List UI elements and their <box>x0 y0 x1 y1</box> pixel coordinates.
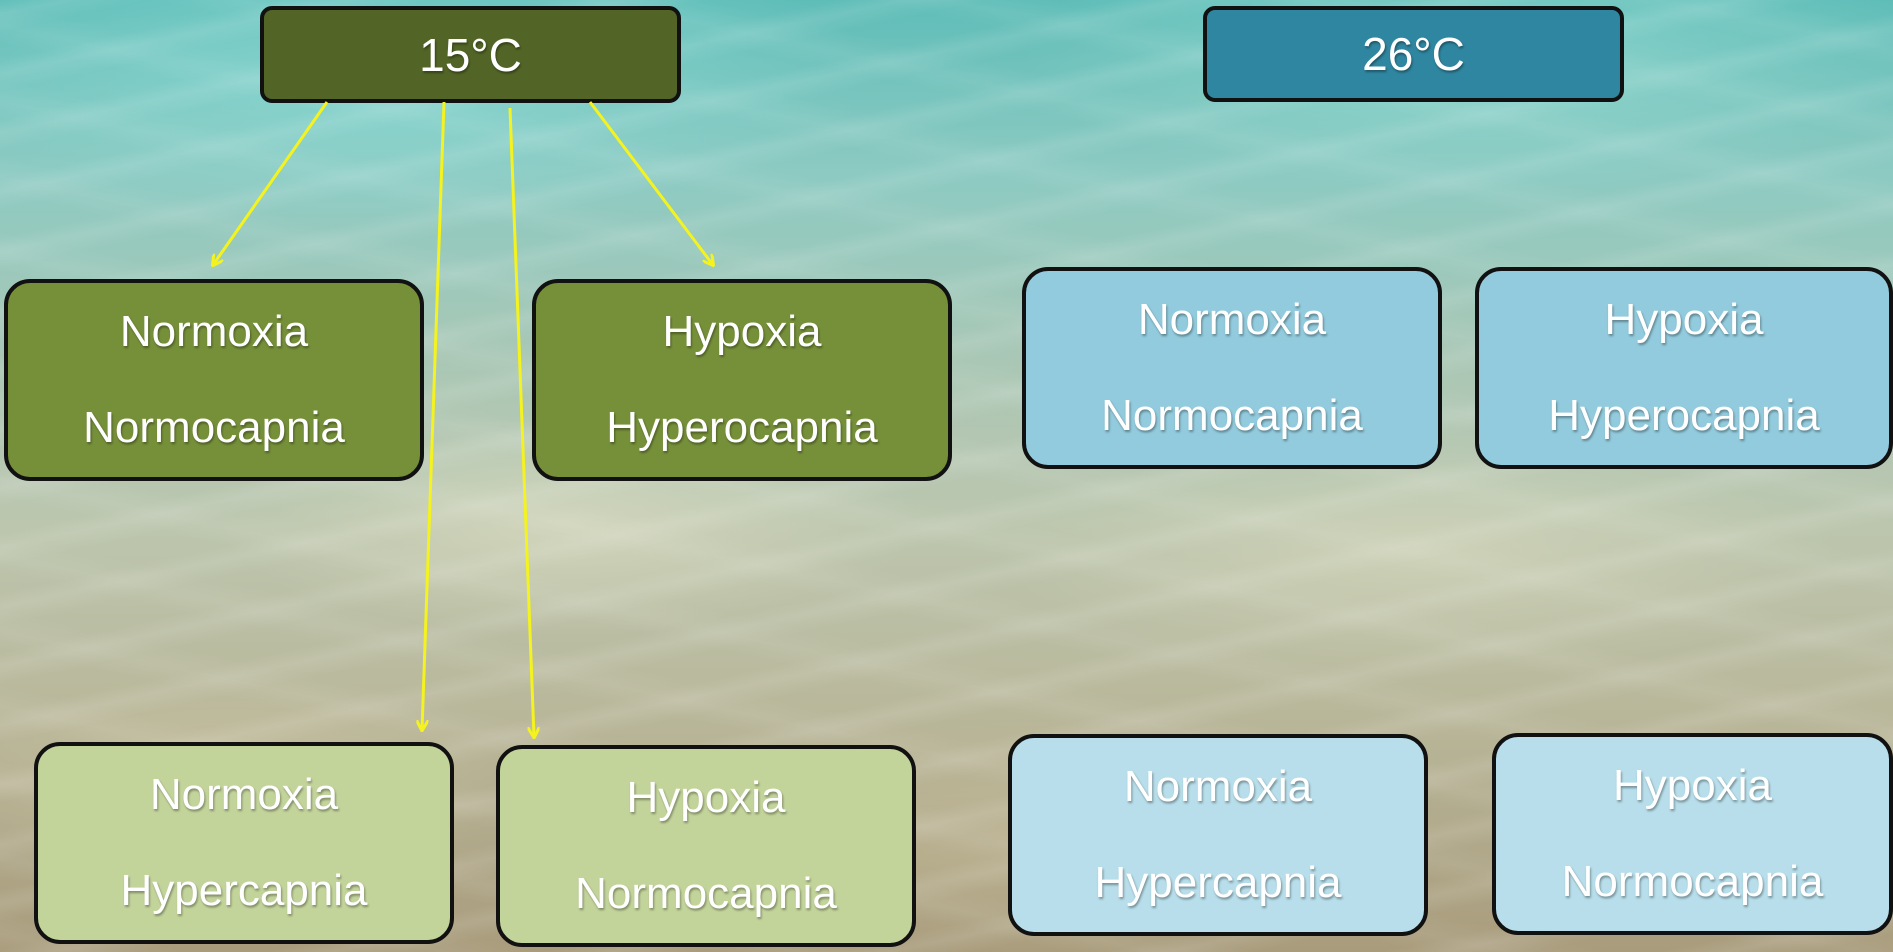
box-26c-normoxia-hypercapnia: Normoxia Hypercapnia <box>1008 734 1428 936</box>
box-15c-normoxia-normocapnia: Normoxia Normocapnia <box>4 279 424 481</box>
box-26c-hypoxia-normocapnia: Hypoxia Normocapnia <box>1492 733 1893 935</box>
header-26c: 26°C <box>1203 6 1624 102</box>
box-line2: Hyperocapnia <box>1548 368 1820 464</box>
header-26c-label: 26°C <box>1362 27 1465 81</box>
arrow-to-hypoxia-hyperocapnia <box>590 102 713 265</box>
box-line2: Hyperocapnia <box>606 380 878 476</box>
box-line1: Hypoxia <box>627 750 786 846</box>
box-line2: Hypercapnia <box>120 843 367 939</box>
box-15c-hypoxia-normocapnia: Hypoxia Normocapnia <box>496 745 916 947</box>
header-15c: 15°C <box>260 6 681 103</box>
box-line1: Normoxia <box>120 284 308 380</box>
box-line2: Normocapnia <box>83 380 345 476</box>
arrow-to-normoxia-hypercapnia <box>422 102 444 730</box>
box-line1: Hypoxia <box>663 284 822 380</box>
arrow-to-normoxia-normocapnia <box>213 102 327 265</box>
box-15c-normoxia-hypercapnia: Normoxia Hypercapnia <box>34 742 454 944</box>
box-line2: Normocapnia <box>1562 834 1824 930</box>
box-15c-hypoxia-hyperocapnia: Hypoxia Hyperocapnia <box>532 279 952 481</box>
box-line1: Normoxia <box>150 747 338 843</box>
header-15c-label: 15°C <box>419 28 522 82</box>
box-26c-normoxia-normocapnia: Normoxia Normocapnia <box>1022 267 1442 469</box>
box-line1: Hypoxia <box>1605 272 1764 368</box>
box-line2: Normocapnia <box>575 846 837 942</box>
box-26c-hypoxia-hyperocapnia: Hypoxia Hyperocapnia <box>1475 267 1893 469</box>
box-line2: Normocapnia <box>1101 368 1363 464</box>
box-line1: Normoxia <box>1138 272 1326 368</box>
arrow-to-hypoxia-normocapnia <box>510 108 534 737</box>
box-line1: Normoxia <box>1124 739 1312 835</box>
box-line2: Hypercapnia <box>1094 835 1341 931</box>
box-line1: Hypoxia <box>1613 738 1772 834</box>
